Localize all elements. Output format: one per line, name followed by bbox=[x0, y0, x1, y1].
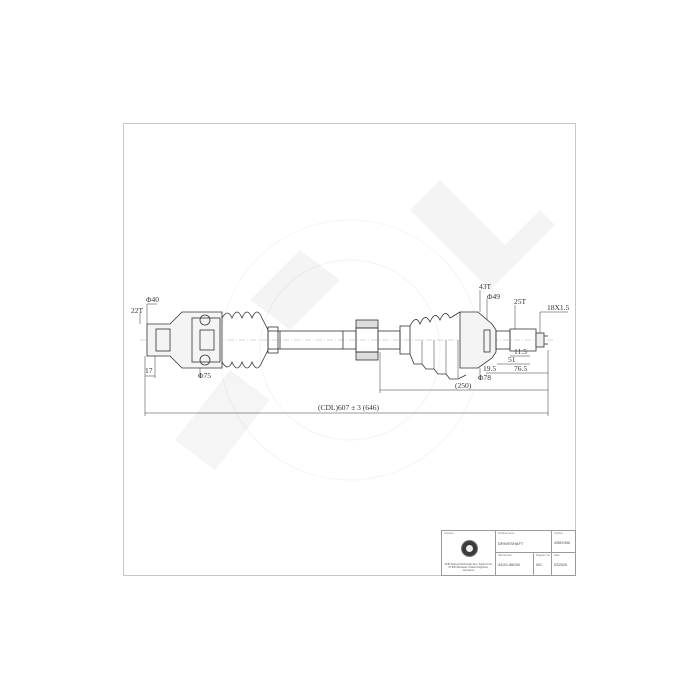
diagram-no-label: Diagram No bbox=[536, 554, 550, 557]
importer-address: SKBI Wojciech Michnowski Sp.k. Papiernia… bbox=[444, 564, 493, 572]
product-name-cell: Product name DRIVESHAFT bbox=[495, 531, 551, 553]
dimension-lines bbox=[139, 290, 568, 416]
outer-boot bbox=[409, 311, 467, 380]
shaft bbox=[267, 319, 411, 361]
dim-overall-length: (CDL)607 ± 3 (646) bbox=[318, 403, 379, 412]
dim-inner-spline: 22T bbox=[131, 306, 144, 315]
title-block: Importer SKBI Wojciech Michnowski Sp.k. … bbox=[441, 530, 576, 576]
watermark-letters bbox=[175, 180, 555, 470]
inner-boot bbox=[221, 311, 269, 369]
dim-51: 51 bbox=[508, 355, 516, 364]
dim-19-5: 19.5 bbox=[483, 364, 496, 373]
diagram-no-value: 001 bbox=[536, 563, 542, 567]
oe-number-cell: OE Number 44101-86G00 bbox=[495, 553, 533, 575]
symbol-cell: Symbol 405KV456 bbox=[551, 531, 576, 553]
drawing-frame bbox=[123, 123, 576, 576]
importer-label: Importer bbox=[444, 532, 454, 535]
dim-76-5: 76.5 bbox=[514, 364, 527, 373]
dim-outer-spline-joint: 43T bbox=[479, 282, 492, 291]
oe-number-label: OE Number bbox=[498, 554, 512, 557]
outer-boot-pleats bbox=[421, 340, 459, 378]
importer-cell: Importer SKBI Wojciech Michnowski Sp.k. … bbox=[442, 531, 495, 575]
date-cell: Date 03/2025 bbox=[551, 553, 576, 575]
dim-inner-length: 17 bbox=[145, 366, 153, 375]
dim-250: (250) bbox=[455, 381, 472, 390]
dim-outer-dia: Φ49 bbox=[487, 292, 500, 301]
product-name-value: DRIVESHAFT bbox=[498, 541, 524, 546]
company-logo-icon bbox=[461, 540, 478, 557]
date-label: Date bbox=[554, 554, 560, 557]
dim-thread: 18X1.5 bbox=[547, 303, 570, 312]
dim-inner-dia: Φ40 bbox=[146, 295, 159, 304]
outer-cv-joint bbox=[459, 311, 548, 369]
dim-inner-joint-dia: Φ75 bbox=[198, 371, 211, 380]
date-value: 03/2025 bbox=[554, 563, 567, 567]
oe-number-value: 44101-86G00 bbox=[498, 563, 520, 567]
dim-11-5: 11.5 bbox=[514, 347, 527, 356]
watermark-gear-icon bbox=[219, 219, 481, 481]
symbol-label: Symbol bbox=[554, 532, 563, 535]
dim-outer-joint-dia: Φ78 bbox=[478, 373, 491, 382]
diagram-no-cell: Diagram No 001 bbox=[533, 553, 551, 575]
product-name-label: Product name bbox=[498, 532, 515, 535]
inner-cv-joint bbox=[146, 311, 223, 369]
symbol-value: 405KV456 bbox=[554, 541, 570, 545]
dim-outer-spline: 25T bbox=[514, 297, 527, 306]
